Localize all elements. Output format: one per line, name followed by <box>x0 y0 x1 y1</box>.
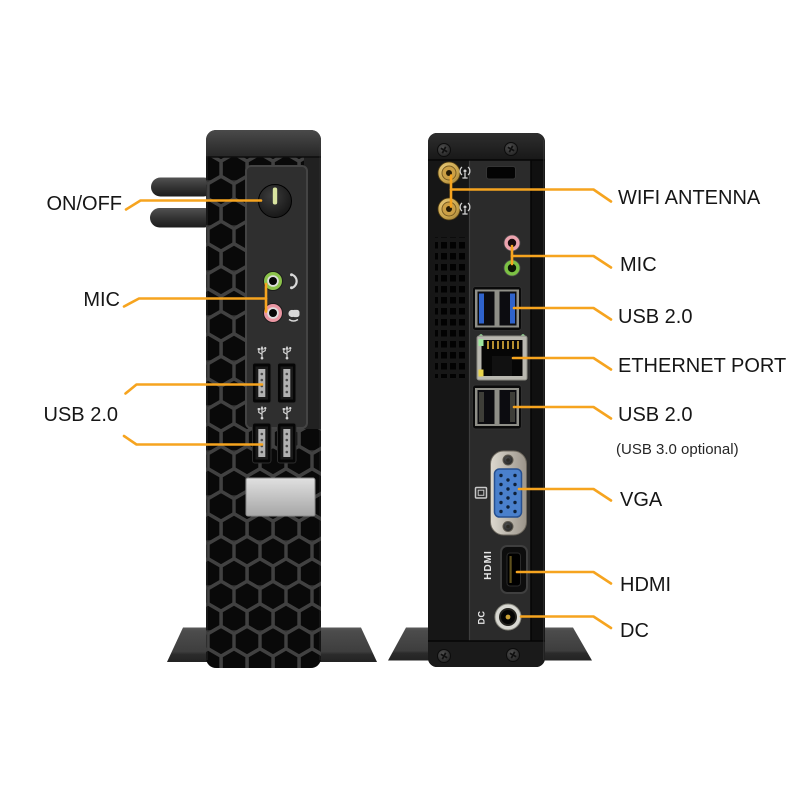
ethernet-led-green <box>478 339 484 346</box>
label-on-off: ON/OFF <box>46 193 122 215</box>
ethernet-port <box>476 334 528 381</box>
callout-line-vga <box>517 487 613 502</box>
front-view <box>150 130 377 668</box>
callout-line-mic-front <box>122 297 268 308</box>
wifi-antenna-connector-1 <box>437 161 461 185</box>
front-usb-port-3 <box>252 422 272 464</box>
vga-port <box>490 450 527 536</box>
label-usb-back-top: USB 2.0 <box>618 306 693 328</box>
wifi-antenna-stick-1 <box>151 177 213 197</box>
label-usb-front: USB 2.0 <box>43 404 118 426</box>
front-mic-jack <box>263 303 283 323</box>
front-usb-port-2 <box>277 362 297 404</box>
brand-plate <box>245 477 316 517</box>
label-hdmi: HDMI <box>620 574 672 596</box>
screw <box>503 141 519 157</box>
callout-line-usb3 <box>512 306 613 321</box>
front-usb-port-1 <box>252 362 272 404</box>
callout-line-wifi <box>449 188 613 203</box>
front-usb-port-4 <box>277 422 297 464</box>
callout-lines <box>122 174 613 630</box>
label-mic-back: MIC <box>620 254 657 276</box>
label-mic-front: MIC <box>83 289 120 311</box>
headphone-jack <box>263 271 283 291</box>
hdmi-port <box>500 545 528 594</box>
callout-line-mic-back <box>510 254 613 269</box>
wifi-antenna-stick-2 <box>150 208 214 228</box>
headphone-icon <box>290 273 298 290</box>
dc-power-jack <box>494 603 522 631</box>
screw <box>436 142 452 158</box>
mic-icon <box>288 309 300 322</box>
kensington-lock-slot <box>486 166 516 180</box>
callout-line-on-off <box>124 199 263 211</box>
power-led-slit <box>272 187 278 205</box>
callout-line-ethernet <box>511 356 613 371</box>
usb3-ports <box>472 286 522 331</box>
back-line-out-jack <box>503 259 521 277</box>
front-top-cap <box>206 130 321 157</box>
callout-line-usb-front-lower <box>122 434 264 446</box>
label-ethernet: ETHERNET PORT <box>618 355 787 377</box>
callout-line-usb-front-upper <box>124 383 264 395</box>
label-vga: VGA <box>620 489 663 511</box>
screw <box>505 647 521 663</box>
back-view <box>388 133 592 667</box>
callout-line-usb2 <box>512 405 613 420</box>
ethernet-led-yellow <box>478 369 484 377</box>
power-button <box>258 184 292 218</box>
monitor-icon <box>474 486 488 499</box>
vent-grid <box>435 237 468 378</box>
printed-dc-text: DC <box>476 610 487 625</box>
usb2-ports <box>472 384 522 430</box>
callout-line-hdmi <box>515 570 613 585</box>
label-usb-note: (USB 3.0 optional) <box>616 441 739 458</box>
printed-hdmi-text: HDMI <box>483 550 494 580</box>
label-dc: DC <box>620 620 649 642</box>
wifi-antenna-connector-2 <box>437 197 461 221</box>
screw <box>436 648 452 664</box>
label-usb-back-bottom: USB 2.0 <box>618 404 693 426</box>
label-wifi-antenna: WIFI ANTENNA <box>618 187 761 209</box>
callout-line-dc <box>519 615 613 630</box>
